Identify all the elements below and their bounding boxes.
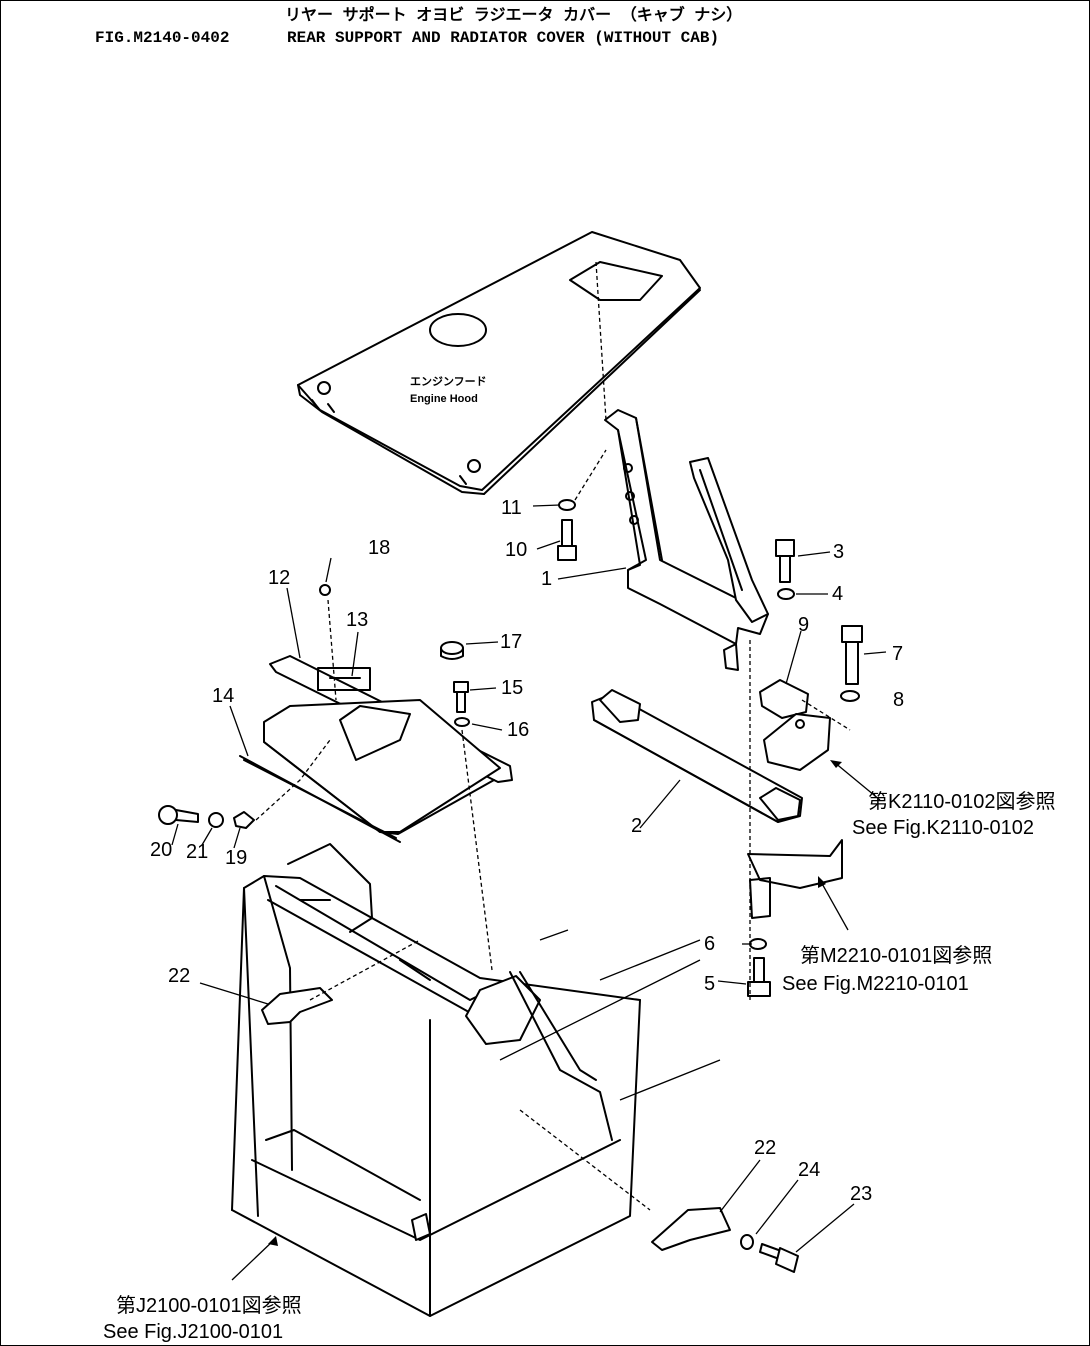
callout-4: 4 bbox=[832, 583, 843, 605]
leader-lines bbox=[171, 504, 887, 1281]
callout-10: 10 bbox=[505, 539, 527, 561]
callout-6: 6 bbox=[704, 933, 715, 955]
callout-2: 2 bbox=[631, 815, 642, 837]
clip-19 bbox=[233, 811, 255, 829]
washer-6 bbox=[749, 938, 767, 950]
callout-14: 14 bbox=[212, 685, 234, 707]
figure-title: REAR SUPPORT AND RADIATOR COVER (WITHOUT… bbox=[287, 29, 719, 47]
bolt-5 bbox=[747, 957, 771, 997]
engine-hood-label-jp: エンジンフード bbox=[410, 375, 487, 388]
callout-15: 15 bbox=[501, 677, 523, 699]
callout-19: 19 bbox=[225, 847, 247, 869]
callout-3: 3 bbox=[833, 541, 844, 563]
callout-11: 11 bbox=[501, 497, 522, 519]
engine-hood bbox=[297, 231, 701, 495]
callout-5: 5 bbox=[704, 973, 715, 995]
bracket-22-left bbox=[261, 987, 333, 1025]
callout-20: 20 bbox=[150, 839, 172, 861]
reference-arrows bbox=[268, 760, 842, 1246]
callout-8: 8 bbox=[893, 689, 904, 711]
washer-8 bbox=[840, 690, 860, 702]
radiator-cover bbox=[263, 655, 513, 835]
washer-4 bbox=[777, 588, 795, 600]
frame-bracket bbox=[747, 839, 843, 919]
bolt-20 bbox=[158, 805, 199, 825]
cap-17 bbox=[440, 641, 464, 660]
assembly-lines bbox=[255, 261, 851, 1211]
callout-22-left: 22 bbox=[168, 965, 190, 987]
header-katakana-title: リヤー サポート オヨビ ラジエータ カバー （キャブ ナシ） bbox=[285, 5, 742, 25]
bolt-23 bbox=[759, 1243, 799, 1273]
reference-k2110-jp: 第K2110-0102図参照 bbox=[868, 790, 1056, 813]
washer-21 bbox=[208, 812, 224, 828]
main-frame bbox=[231, 843, 721, 1317]
callout-7: 7 bbox=[892, 643, 903, 665]
callout-21: 21 bbox=[186, 841, 208, 863]
callout-18: 18 bbox=[368, 537, 390, 559]
washer-24 bbox=[740, 1234, 754, 1250]
engine-hood-label-en: Engine Hood bbox=[410, 393, 478, 405]
callout-24: 24 bbox=[798, 1159, 820, 1181]
callout-9: 9 bbox=[798, 614, 809, 636]
callout-23: 23 bbox=[850, 1183, 872, 1205]
reference-j2100-en: See Fig.J2100-0101 bbox=[103, 1321, 283, 1343]
reference-k2110-en: See Fig.K2110-0102 bbox=[852, 817, 1034, 839]
mount-9 bbox=[759, 679, 831, 771]
bolt-10 bbox=[557, 519, 577, 561]
bracket-22-right bbox=[651, 1207, 731, 1251]
plug-18 bbox=[319, 584, 331, 596]
callout-13: 13 bbox=[346, 609, 368, 631]
bolt-7 bbox=[841, 625, 863, 685]
washer-16 bbox=[454, 717, 470, 727]
rear-support-bracket bbox=[604, 409, 769, 671]
figure-id: FIG.M2140-0402 bbox=[95, 29, 229, 47]
reference-m2210-jp: 第M2210-0101図参照 bbox=[800, 944, 992, 967]
reference-j2100-jp: 第J2100-0101図参照 bbox=[116, 1294, 302, 1317]
reference-m2210-en: See Fig.M2210-0101 bbox=[782, 973, 969, 995]
bolt-15 bbox=[453, 681, 469, 713]
washer-11 bbox=[558, 499, 576, 511]
callout-22-right: 22 bbox=[754, 1137, 776, 1159]
bolt-3 bbox=[775, 539, 795, 583]
callout-16: 16 bbox=[507, 719, 529, 741]
callout-17: 17 bbox=[500, 631, 522, 653]
callout-12: 12 bbox=[268, 567, 290, 589]
callout-1: 1 bbox=[541, 568, 552, 590]
